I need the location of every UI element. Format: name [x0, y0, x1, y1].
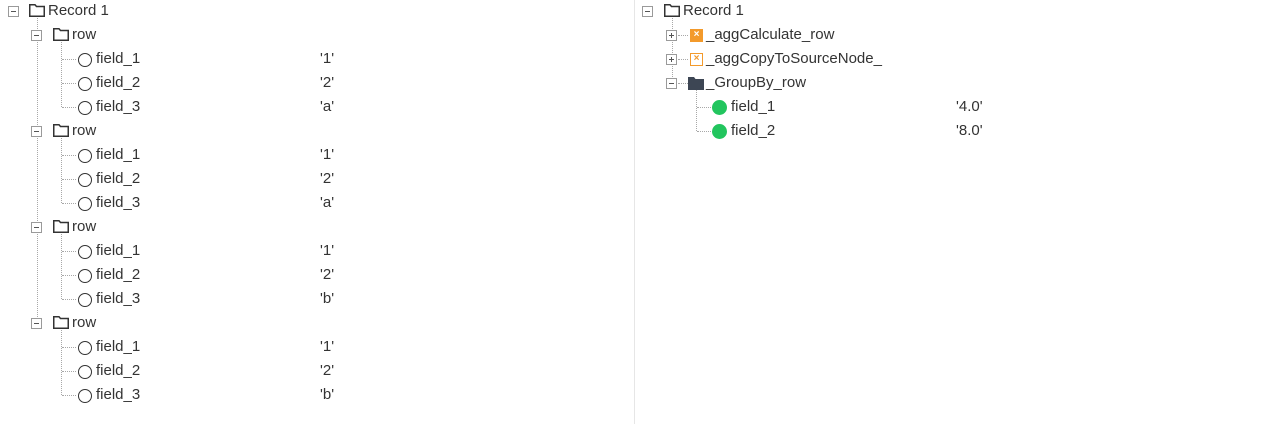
field-circle-icon	[78, 101, 92, 115]
pane-divider[interactable]	[634, 0, 635, 424]
field-value: 'b'	[320, 386, 335, 403]
field-value: '1'	[320, 146, 335, 163]
folder-filled-icon	[688, 77, 704, 90]
field-name[interactable]: field_2	[96, 266, 141, 283]
field-value: '1'	[320, 50, 335, 67]
folder-icon	[53, 220, 69, 233]
field-value: '1'	[320, 338, 335, 355]
field-name[interactable]: field_1	[96, 50, 141, 67]
field-value: 'a'	[320, 98, 335, 115]
field-name[interactable]: field_3	[96, 194, 141, 211]
agg-copy-icon: ×	[690, 53, 703, 66]
folder-icon	[29, 4, 45, 17]
row-label[interactable]: row	[72, 218, 97, 235]
node-label[interactable]: _aggCalculate_row	[706, 26, 835, 43]
collapse-toggle-icon[interactable]	[8, 6, 19, 17]
field-name[interactable]: field_1	[731, 98, 776, 115]
field-value: '4.0'	[956, 98, 983, 115]
collapse-toggle-icon[interactable]	[31, 126, 42, 137]
field-value: '2'	[320, 266, 335, 283]
collapse-toggle-icon[interactable]	[31, 30, 42, 41]
field-green-icon	[712, 100, 727, 115]
collapse-toggle-icon[interactable]	[31, 222, 42, 233]
field-circle-icon	[78, 53, 92, 67]
folder-icon	[53, 316, 69, 329]
expand-toggle-icon[interactable]	[666, 54, 677, 65]
field-circle-icon	[78, 389, 92, 403]
folder-icon	[53, 28, 69, 41]
field-circle-icon	[78, 269, 92, 283]
field-value: '2'	[320, 170, 335, 187]
field-circle-icon	[78, 149, 92, 163]
field-circle-icon	[78, 77, 92, 91]
field-name[interactable]: field_3	[96, 290, 141, 307]
field-name[interactable]: field_2	[96, 74, 141, 91]
row-label[interactable]: row	[72, 314, 97, 331]
field-name[interactable]: field_1	[96, 242, 141, 259]
field-circle-icon	[78, 245, 92, 259]
row-label[interactable]: row	[72, 122, 97, 139]
field-name[interactable]: field_3	[96, 98, 141, 115]
right-tree-pane: Record 1 × _aggCalculate_row × _aggCopyT…	[635, 0, 1264, 424]
field-value: '8.0'	[956, 122, 983, 139]
field-value: '1'	[320, 242, 335, 259]
field-circle-icon	[78, 197, 92, 211]
field-name[interactable]: field_3	[96, 386, 141, 403]
row-label[interactable]: row	[72, 26, 97, 43]
field-circle-icon	[78, 173, 92, 187]
field-name[interactable]: field_2	[96, 362, 141, 379]
left-tree-pane: Record 1 row field_1 '1' field_2 '2' field_3 '…	[8, 2, 335, 403]
root-record-label[interactable]: Record 1	[683, 2, 744, 19]
field-name[interactable]: field_1	[96, 338, 141, 355]
expand-toggle-icon[interactable]	[666, 30, 677, 41]
field-value: '2'	[320, 74, 335, 91]
field-circle-icon	[78, 341, 92, 355]
field-name[interactable]: field_1	[96, 146, 141, 163]
collapse-toggle-icon[interactable]	[31, 318, 42, 329]
collapse-toggle-icon[interactable]	[666, 78, 677, 89]
field-value: 'a'	[320, 194, 335, 211]
node-label[interactable]: _GroupBy_row	[706, 74, 807, 91]
root-record-label[interactable]: Record 1	[48, 2, 109, 19]
field-circle-icon	[78, 365, 92, 379]
field-value: '2'	[320, 362, 335, 379]
field-name[interactable]: field_2	[96, 170, 141, 187]
field-circle-icon	[78, 293, 92, 307]
field-green-icon	[712, 124, 727, 139]
node-label[interactable]: _aggCopyToSourceNode_	[706, 50, 882, 67]
field-name[interactable]: field_2	[731, 122, 776, 139]
field-value: 'b'	[320, 290, 335, 307]
collapse-toggle-icon[interactable]	[642, 6, 653, 17]
folder-icon	[664, 4, 680, 17]
agg-calculate-icon: ×	[690, 29, 703, 42]
folder-icon	[53, 124, 69, 137]
